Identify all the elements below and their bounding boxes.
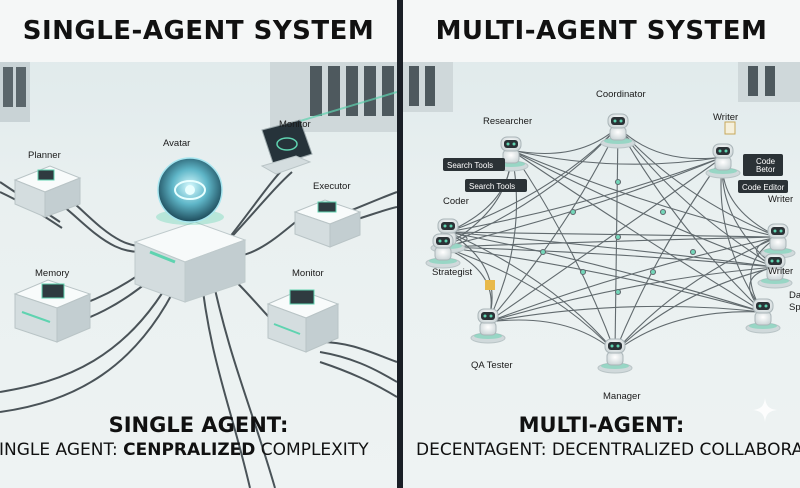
single-agent-caption-line2: INGLE AGENT: CENPRALIZED COMPLEXITY	[0, 440, 369, 460]
manager-label: Manager	[603, 391, 641, 402]
monitor-top-node	[260, 119, 313, 175]
mesh-link	[447, 231, 764, 313]
multi-agent-title: MULTI-AGENT SYSTEM	[403, 0, 800, 62]
single-agent-caption-line1: SINGLE AGENT:	[108, 413, 289, 437]
writer-low-label: Writer	[768, 266, 793, 277]
multi-agent-caption-line1: MULTI-AGENT:	[518, 413, 685, 437]
mesh-node-dot	[614, 288, 622, 296]
agent-bot-manager	[597, 338, 633, 374]
central-hub	[133, 221, 247, 303]
multi-agent-scene: Coordinator Researcher Writer Coder Writ…	[403, 62, 800, 402]
mesh-link	[487, 126, 619, 323]
mesh-node-dot	[659, 208, 667, 216]
single-agent-title: SINGLE-AGENT SYSTEM	[0, 0, 397, 62]
single-agent-scene: Avatar Planner Monitor	[0, 62, 397, 488]
sparkle-icon	[753, 398, 777, 422]
strategist-label: Strategist	[432, 267, 472, 278]
researcher-label: Researcher	[483, 116, 532, 127]
coder-label: Coder	[443, 196, 469, 207]
data-label-a: Dat	[789, 290, 800, 301]
mesh-link	[510, 149, 776, 268]
agent-bot-data	[745, 298, 781, 334]
qa-tester-label: QA Tester	[471, 360, 513, 371]
agent-bot-strategist	[425, 233, 461, 269]
agent-bot-qa-tester	[470, 308, 506, 344]
mesh-link	[614, 311, 764, 353]
mesh-node-dot	[539, 248, 547, 256]
server-racks-right	[403, 62, 800, 112]
mesh-link	[617, 126, 764, 313]
mesh-link	[617, 126, 724, 160]
agent-bot-writer-right	[757, 253, 793, 289]
memory-label: Memory	[35, 268, 70, 279]
mesh-link	[487, 305, 764, 323]
multi-agent-caption-line2: DECENTAGENT: DECENTRALIZED COLLABORAT	[416, 440, 800, 460]
avatar-orb	[156, 157, 224, 225]
mesh-link	[487, 236, 779, 323]
mesh-link	[510, 126, 619, 155]
svg-text:Search Tools: Search Tools	[469, 182, 515, 191]
mesh-link	[617, 126, 776, 268]
mesh-node-dot	[579, 268, 587, 276]
mesh-link	[614, 266, 776, 353]
mesh-node-dot	[649, 268, 657, 276]
memory-node	[13, 279, 92, 343]
svg-text:Code: Code	[756, 157, 776, 166]
mesh-link	[487, 319, 616, 353]
note-icon	[485, 280, 495, 290]
monitor-bottom-node	[266, 289, 340, 353]
mesh-link	[487, 156, 724, 323]
mesh-link	[447, 231, 776, 268]
agent-bots	[425, 113, 796, 374]
svg-text:Code Editor: Code Editor	[742, 183, 785, 192]
mesh-link	[447, 231, 616, 353]
mesh-link	[614, 236, 779, 353]
mesh-node-dot	[614, 178, 622, 186]
writer-top-label: Writer	[713, 112, 738, 123]
search-tools-tag-1: Search Tools	[443, 158, 505, 171]
mesh-node-dot	[614, 233, 622, 241]
multi-agent-panel: MULTI-AGENT SYSTEM Coordinator	[403, 0, 800, 488]
mesh-link	[510, 149, 779, 238]
monitor-top-label: Monitor	[279, 119, 311, 130]
server-racks-left	[0, 62, 397, 132]
mesh-link	[442, 246, 764, 313]
mesh-link	[487, 266, 776, 323]
document-icon	[724, 121, 736, 135]
mesh-link	[510, 149, 764, 313]
executor-label: Executor	[313, 181, 351, 192]
avatar-label: Avatar	[163, 138, 190, 149]
coordinator-label: Coordinator	[596, 89, 646, 100]
agent-bot-writer-top	[705, 143, 741, 179]
panel-divider	[397, 0, 403, 488]
mesh-link	[442, 246, 776, 268]
mesh-link	[447, 231, 779, 238]
writer-mid-label: Writer	[768, 194, 793, 205]
mesh-link	[442, 236, 779, 248]
planner-node	[13, 165, 82, 218]
code-screen: Code Betor	[743, 154, 783, 176]
search-tools-tag-2: Search Tools	[465, 179, 527, 192]
mesh-node-dot	[569, 208, 577, 216]
code-editor-tag: Code Editor	[738, 180, 788, 193]
mesh-link	[614, 156, 724, 353]
agent-bot-coordinator	[600, 113, 636, 149]
data-label-b: Spe	[789, 302, 800, 313]
svg-text:Betor: Betor	[756, 165, 775, 174]
mesh-link	[442, 156, 724, 248]
mesh-node-dot	[689, 248, 697, 256]
mesh-link	[510, 149, 724, 165]
executor-node	[293, 199, 362, 248]
mesh-link	[510, 149, 616, 353]
single-agent-panel: SINGLE-AGENT SYSTEM	[0, 0, 397, 488]
mesh-link	[447, 156, 724, 233]
svg-text:Search Tools: Search Tools	[447, 161, 493, 170]
monitor-bottom-label: Monitor	[292, 268, 324, 279]
mesh-link	[442, 246, 616, 353]
planner-label: Planner	[28, 150, 61, 161]
